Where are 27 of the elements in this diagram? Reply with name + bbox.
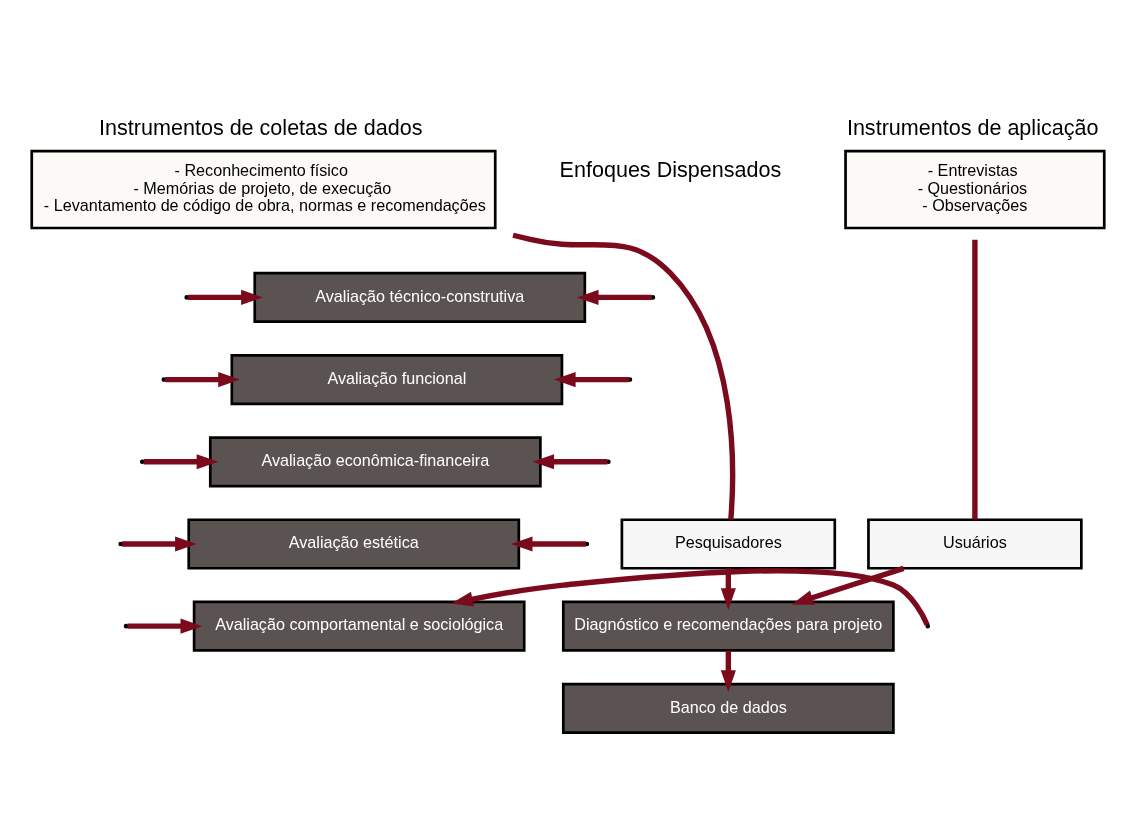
arrow: [122, 536, 197, 552]
arrow: [576, 289, 652, 305]
node-box: Usuários: [867, 518, 1083, 570]
node-box: Avaliação funcional: [230, 354, 564, 406]
node-box: Avaliação técnico-construtiva: [253, 271, 587, 323]
label: Enfoques Dispensados: [559, 156, 782, 182]
connector: [512, 232, 736, 520]
node-box: Pesquisadores: [620, 518, 837, 570]
node-label: Instrumentos de aplicação: [846, 114, 1099, 140]
arrow: [720, 650, 736, 692]
arrow: [451, 568, 930, 626]
node-box: Banco de dados: [561, 682, 895, 734]
arrow: [188, 289, 263, 305]
arrow: [791, 565, 905, 605]
arrow: [143, 454, 219, 470]
node-box: Avaliação estética: [187, 518, 521, 570]
arrow: [127, 618, 203, 634]
node-label: Instrumentos de coletas de dados: [99, 114, 423, 140]
node-box: Avaliação comportamental e sociológica: [192, 600, 526, 652]
node-box: Diagnóstico e recomendações para projeto: [561, 600, 895, 652]
connector: [972, 239, 978, 520]
arrow: [532, 454, 608, 470]
arrow: [510, 536, 586, 552]
arrow: [165, 372, 240, 388]
arrow: [720, 568, 736, 610]
node-box: Avaliação econômica-financeira: [208, 436, 542, 488]
arrow: [553, 372, 629, 388]
